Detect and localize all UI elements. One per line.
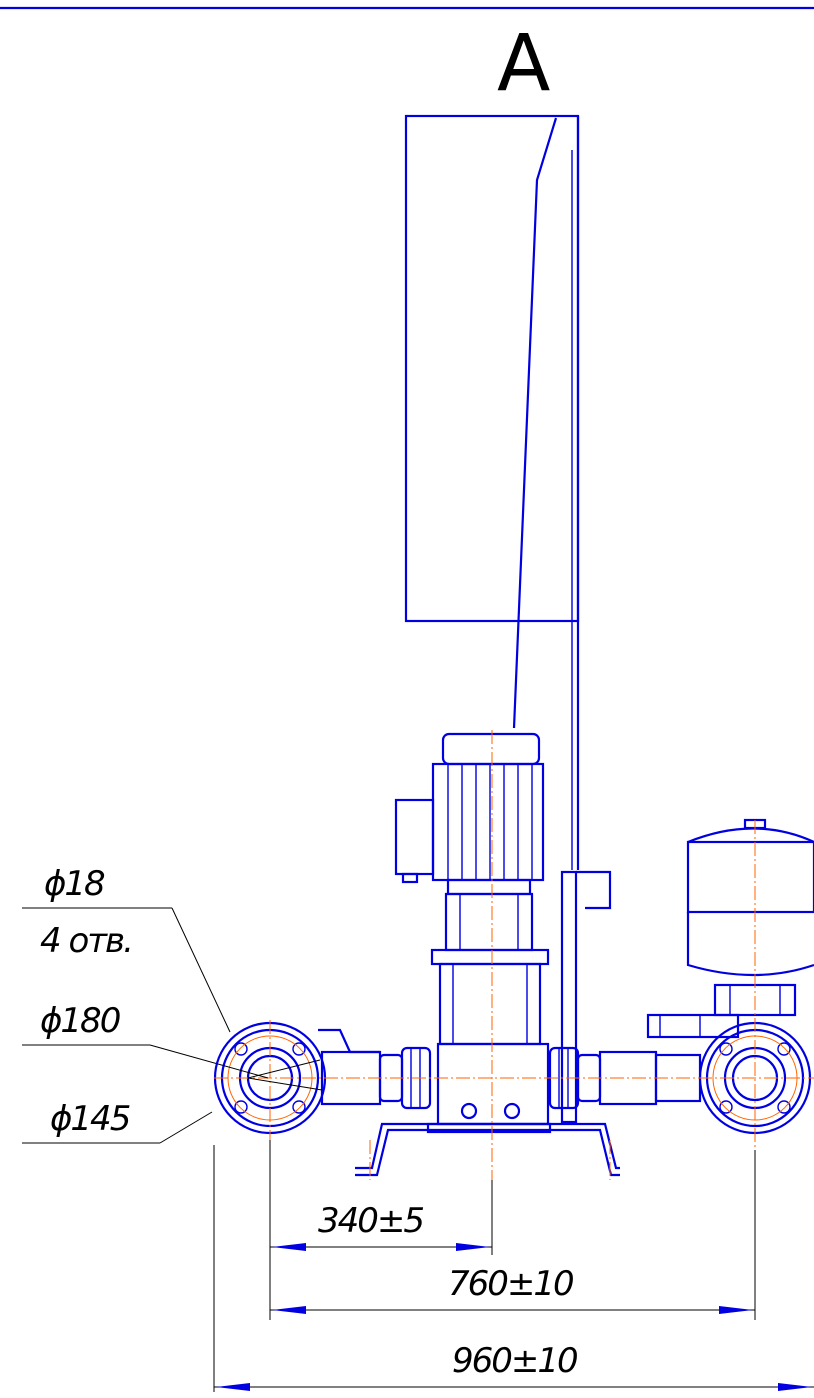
base-frame — [355, 870, 620, 1177]
control-cabinet — [404, 114, 580, 870]
pressure-tank — [686, 818, 814, 1017]
annotation-leaders — [22, 907, 323, 1144]
dimension-340: 340±5 — [318, 1201, 423, 1241]
pump-body — [426, 948, 552, 1134]
bolt-circle-label: ϕ145 — [50, 1099, 130, 1139]
center-lines — [214, 730, 814, 1180]
dimension-960: 960±10 — [452, 1341, 577, 1381]
pump-motor — [394, 732, 545, 952]
view-label: A — [497, 19, 550, 109]
dimension-lines — [213, 1140, 814, 1392]
inlet-piping — [318, 1028, 432, 1110]
hole-diameter-label: ϕ18 — [44, 864, 105, 904]
dimension-760: 760±10 — [448, 1264, 573, 1304]
hole-count-label: 4 отв. — [40, 921, 132, 961]
flange-outer-label: ϕ180 — [40, 1001, 120, 1041]
